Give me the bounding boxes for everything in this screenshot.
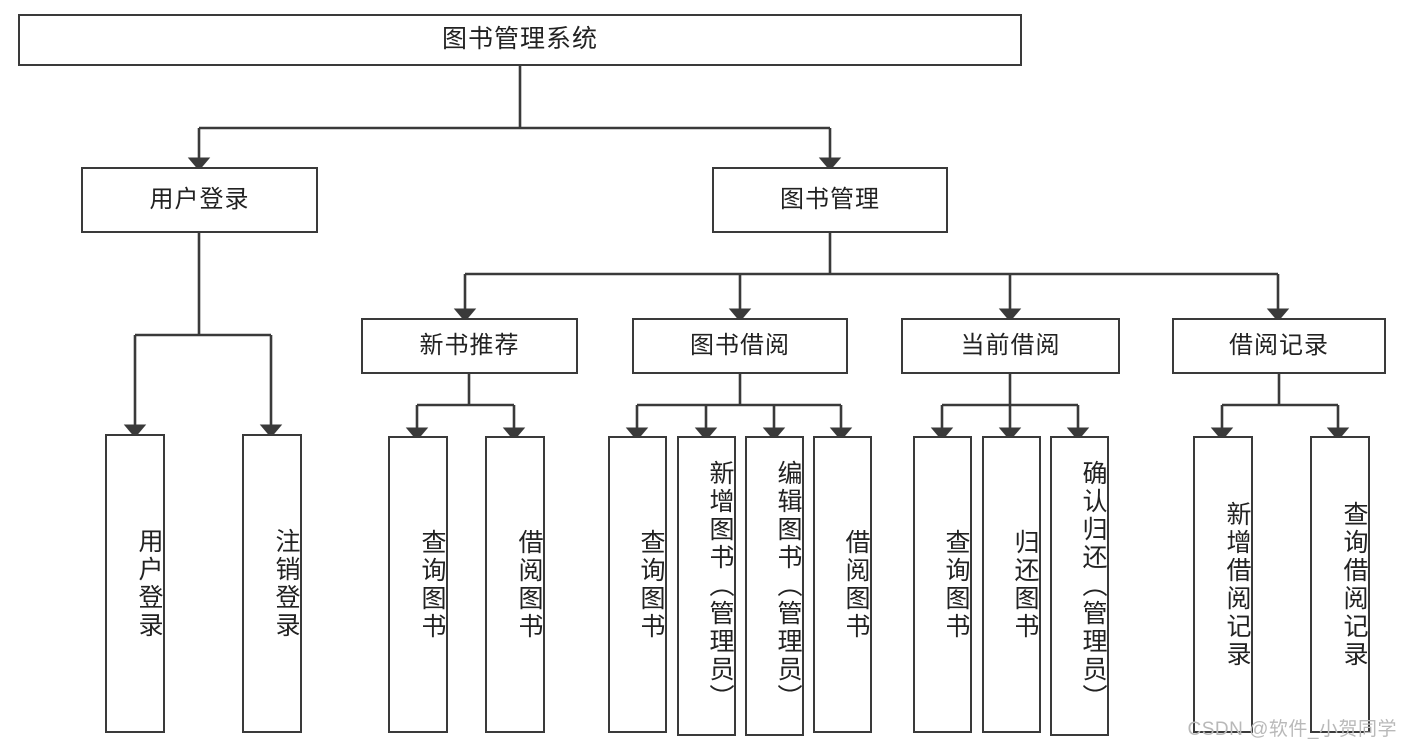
node-label: 查询图书: [637, 528, 665, 641]
node-label: 新书推荐: [419, 331, 520, 359]
node-leaf-add-book-admin[interactable]: 新增图书（管理员）: [677, 436, 736, 736]
node-borrow-record[interactable]: 借阅记录: [1172, 318, 1386, 374]
node-root-book-management-system[interactable]: 图书管理系统: [18, 14, 1022, 66]
node-current-borrow[interactable]: 当前借阅: [901, 318, 1120, 374]
node-label: 图书管理系统: [441, 25, 598, 54]
node-leaf-user-login[interactable]: 用户登录: [105, 434, 165, 733]
node-label: 图书借阅: [690, 331, 790, 359]
node-label: 确认归还（管理员）: [1079, 460, 1107, 712]
node-book-borrow[interactable]: 图书借阅: [632, 318, 848, 374]
node-label: 借阅图书: [515, 528, 543, 641]
node-label: 用户登录: [149, 185, 250, 213]
node-new-book-recommend[interactable]: 新书推荐: [361, 318, 578, 374]
node-label: 当前借阅: [960, 331, 1061, 359]
node-leaf-confirm-return-admin[interactable]: 确认归还（管理员）: [1050, 436, 1109, 736]
node-leaf-query-book[interactable]: 查询图书: [608, 436, 667, 733]
node-leaf-logout[interactable]: 注销登录: [242, 434, 302, 733]
node-label: 借阅记录: [1229, 331, 1329, 359]
watermark: CSDN @软件_小贺同学: [1187, 719, 1397, 740]
node-label: 图书管理: [780, 185, 880, 213]
node-leaf-return-book[interactable]: 归还图书: [982, 436, 1041, 733]
node-leaf-borrow-book-recommend[interactable]: 借阅图书: [485, 436, 545, 733]
node-label: 查询图书: [942, 528, 970, 641]
node-leaf-edit-book-admin[interactable]: 编辑图书（管理员）: [745, 436, 804, 736]
node-user-login[interactable]: 用户登录: [81, 167, 318, 233]
node-label: 新增图书（管理员）: [706, 460, 734, 712]
node-leaf-query-borrow-record[interactable]: 查询借阅记录: [1310, 436, 1370, 733]
node-label: 新增借阅记录: [1223, 500, 1251, 669]
node-label: 注销登录: [272, 527, 300, 640]
node-leaf-add-borrow-record[interactable]: 新增借阅记录: [1193, 436, 1253, 733]
node-label: 查询借阅记录: [1340, 500, 1368, 669]
node-label: 借阅图书: [842, 528, 870, 641]
node-label: 编辑图书（管理员）: [774, 460, 802, 712]
node-book-management[interactable]: 图书管理: [712, 167, 948, 233]
node-label: 归还图书: [1011, 528, 1039, 641]
node-leaf-query-book-recommend[interactable]: 查询图书: [388, 436, 448, 733]
node-leaf-borrow-book[interactable]: 借阅图书: [813, 436, 872, 733]
node-leaf-query-book-current[interactable]: 查询图书: [913, 436, 972, 733]
node-label: 用户登录: [135, 527, 163, 640]
node-label: 查询图书: [418, 528, 446, 641]
